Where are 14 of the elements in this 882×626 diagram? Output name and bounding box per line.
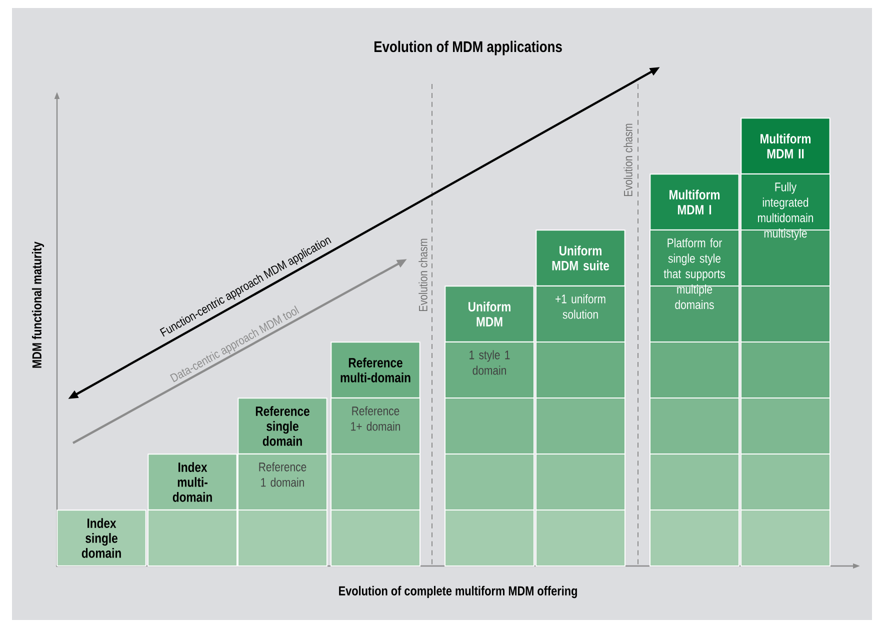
node-label: Index multi-domain: [172, 462, 212, 502]
axis-label: Evolution of complete multiform MDM offering: [339, 586, 577, 598]
description-text: +1 uniform solution: [556, 294, 606, 319]
description-text: Platform for single style that supports multiple domains: [664, 238, 725, 310]
step-column: Index single domain: [56, 510, 146, 566]
chasm-label: Evolution chasm: [624, 124, 632, 196]
axis-label: MDM functional maturity: [32, 242, 44, 368]
diagram-title: Evolution of MDM applications: [374, 40, 562, 56]
description-text: Reference 1+ domain: [351, 406, 400, 431]
description-text: 1 style 1 domain: [470, 350, 510, 375]
description-text: Fully integrated multidomain multistyle: [758, 182, 814, 240]
description-text: Reference 1 domain: [259, 462, 306, 487]
step-column: Index multi-domain: [148, 454, 238, 566]
chasm-label: Evolution chasm: [418, 238, 428, 311]
